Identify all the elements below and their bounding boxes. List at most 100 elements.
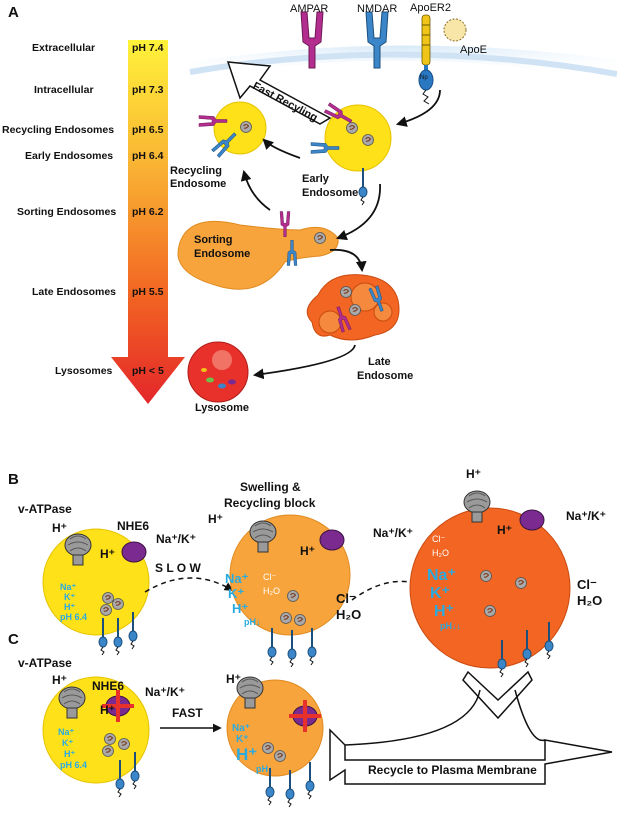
b-mid-k: K⁺ bbox=[228, 586, 244, 601]
b-down-chevron bbox=[462, 670, 533, 720]
sorting-endosome-label-1: Sorting bbox=[194, 234, 233, 246]
b-big-h: H⁺ bbox=[434, 603, 454, 620]
late-endosome-label-1: Late bbox=[368, 356, 391, 368]
b-big-ions: Na⁺ K⁺ H⁺ pH↓↓ bbox=[427, 567, 461, 631]
b-big-h2o-inside: H₂O bbox=[432, 548, 449, 558]
ph-value-lysosomes: pH < 5 bbox=[132, 365, 164, 377]
c-hplus-nhe: H⁺ bbox=[100, 703, 115, 717]
b-hplus-atp: H⁺ bbox=[52, 521, 67, 535]
b-swell-arrow bbox=[351, 579, 427, 601]
b-nhe6-label: NHE6 bbox=[117, 519, 149, 533]
c-mid-k: K⁺ bbox=[236, 734, 249, 745]
c-vatpase-label: v-ATPase bbox=[18, 656, 72, 670]
b-small-ions: Na⁺ K⁺ H⁺ pH 6.4 bbox=[60, 582, 87, 622]
npxy-label: Np bbox=[420, 75, 428, 81]
b-big-cl-inside: Cl⁻ bbox=[432, 534, 445, 544]
b-swollen-endosome bbox=[409, 507, 571, 669]
sorting-endosome-label-2: Endosome bbox=[194, 248, 250, 260]
ph-value-extracellular: pH 7.4 bbox=[132, 42, 164, 54]
b-mid-cl-inside: Cl⁻ bbox=[263, 572, 276, 582]
recycling-endosome bbox=[213, 101, 267, 155]
b-exchange-big: Na⁺/K⁺ bbox=[566, 509, 606, 523]
recycling-endosome-label-1: Recycling bbox=[170, 165, 222, 177]
ph-value-sorting: pH 6.2 bbox=[132, 206, 164, 218]
c-blocked-cross bbox=[102, 690, 134, 722]
b-big-ph: pH↓↓ bbox=[440, 621, 461, 631]
c-small-ions: Na⁺ K⁺ H⁺ pH 6.4 bbox=[58, 727, 87, 770]
c-exchange-small: Na⁺/K⁺ bbox=[145, 685, 185, 699]
b-mid-h2o-inside: H₂O bbox=[263, 586, 280, 596]
b-swelling-1: Swelling & bbox=[240, 480, 301, 494]
ph-value-intracellular: pH 7.3 bbox=[132, 84, 164, 96]
b-mid-na: Na⁺ bbox=[225, 571, 249, 586]
ph-label-extracellular: Extracellular bbox=[32, 42, 95, 54]
b-exchange-small: Na⁺/K⁺ bbox=[156, 532, 196, 546]
c-mid-ph: pH↓ bbox=[256, 764, 273, 774]
c-small-k: K⁺ bbox=[62, 738, 73, 748]
b-cl-label-big: Cl⁻ bbox=[577, 577, 597, 592]
ph-label-recycling: Recycling Endosomes bbox=[2, 124, 114, 136]
apoe-particle bbox=[443, 18, 467, 42]
c-small-h: H⁺ bbox=[64, 749, 75, 759]
ph-label-early: Early Endosomes bbox=[25, 150, 113, 162]
ampar-label: AMPAR bbox=[290, 3, 328, 15]
nmdar-label: NMDAR bbox=[357, 3, 397, 15]
c-mid-h: H⁺ bbox=[236, 745, 257, 764]
apoer2-receptor bbox=[418, 14, 434, 105]
c-small-ph: pH 6.4 bbox=[60, 760, 87, 770]
ph-gradient-arrow bbox=[111, 40, 185, 404]
lysosome bbox=[187, 341, 249, 403]
ph-value-recycling: pH 6.5 bbox=[132, 124, 164, 136]
b-mid-h: H⁺ bbox=[232, 601, 248, 616]
b-h2o-label-mid: H₂O bbox=[336, 607, 361, 622]
b-hplus-big-atp: H⁺ bbox=[466, 467, 481, 481]
early-endosome-label-2: Endosome bbox=[302, 187, 358, 199]
early-endosome bbox=[324, 104, 392, 172]
c-small-na: Na⁺ bbox=[58, 727, 75, 737]
b-small-h: H⁺ bbox=[64, 602, 75, 612]
sorting-endosome bbox=[177, 220, 339, 290]
b-cl-label-mid: Cl⁻ bbox=[336, 591, 356, 606]
c-hplus-mid-atp: H⁺ bbox=[226, 672, 241, 686]
b-hplus-nhe: H⁺ bbox=[100, 547, 115, 561]
ph-value-late: pH 5.5 bbox=[132, 286, 164, 298]
c-blocked-cross-2 bbox=[289, 700, 321, 732]
c-fast-label: FAST bbox=[172, 706, 203, 720]
ph-value-early: pH 6.4 bbox=[132, 150, 164, 162]
ph-label-late: Late Endosomes bbox=[32, 286, 116, 298]
ph-scale-labels: Extracellular pH 7.4 Intracellular pH 7.… bbox=[2, 42, 164, 377]
b-hplus-mid-nhe: H⁺ bbox=[300, 544, 315, 558]
b-mid-ions: Na⁺ K⁺ H⁺ pH↓ bbox=[225, 571, 261, 627]
early-endosome-label-1: Early bbox=[302, 173, 330, 185]
b-big-na: Na⁺ bbox=[427, 567, 456, 584]
b-slow-arrow bbox=[144, 577, 234, 593]
apoer2-label: ApoER2 bbox=[410, 2, 451, 14]
late-endosome-label-2: Endosome bbox=[357, 370, 413, 382]
apoe-label: ApoE bbox=[460, 44, 487, 56]
c-recycle-arrow: Recycle to Plasma Membrane bbox=[329, 689, 613, 785]
b-small-k: K⁺ bbox=[64, 592, 75, 602]
b-exchange-mid: Na⁺/K⁺ bbox=[373, 526, 413, 540]
b-mid-ph: pH↓ bbox=[244, 617, 261, 627]
b-small-ph: pH 6.4 bbox=[60, 612, 87, 622]
ph-label-sorting: Sorting Endosomes bbox=[17, 206, 116, 218]
b-hplus-big-nhe: H⁺ bbox=[497, 523, 512, 537]
c-mid-ions: Na⁺ K⁺ H⁺ pH↓ bbox=[232, 723, 273, 774]
b-hplus-mid-atp: H⁺ bbox=[208, 512, 223, 526]
c-nhe6-label: NHE6 bbox=[92, 679, 124, 693]
recycling-endosome-label-2: Endosome bbox=[170, 178, 226, 190]
c-mid-na: Na⁺ bbox=[232, 723, 250, 734]
lysosome-label: Lysosome bbox=[195, 402, 249, 414]
b-small-na: Na⁺ bbox=[60, 582, 77, 592]
ph-label-intracellular: Intracellular bbox=[34, 84, 94, 96]
b-swelling-2: Recycling block bbox=[224, 496, 316, 510]
b-big-k: K⁺ bbox=[430, 585, 450, 602]
ph-label-lysosomes: Lysosomes bbox=[55, 365, 113, 377]
c-hplus-atp: H⁺ bbox=[52, 673, 67, 687]
panel-c-label: C bbox=[8, 631, 19, 648]
panel-a-label: A bbox=[8, 4, 19, 21]
plasma-membrane bbox=[190, 45, 617, 82]
b-h2o-label-big: H₂O bbox=[577, 593, 602, 608]
panel-b-label: B bbox=[8, 471, 19, 488]
